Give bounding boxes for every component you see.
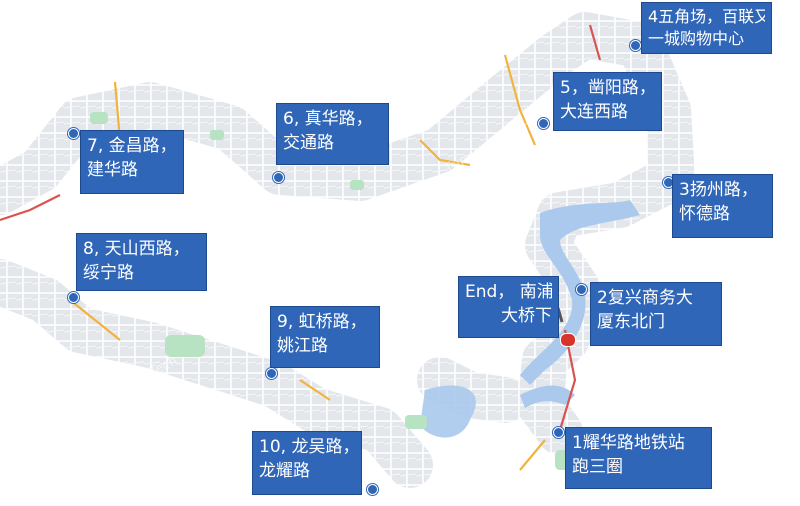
label-point-3[interactable]: 3扬州路， 怀德路 xyxy=(672,174,773,238)
label-point-10-line-1: 10, 龙吴路， xyxy=(259,437,355,457)
label-point-3-line-1: 3扬州路， xyxy=(679,180,758,200)
label-point-5-line-1: 5，凿阳路， xyxy=(560,78,655,98)
label-end-line-1: End， 南浦 xyxy=(465,282,552,302)
label-point-1[interactable]: 1耀华路地铁站 跑三圈 xyxy=(565,427,712,489)
marker-point-4[interactable] xyxy=(630,40,641,51)
label-point-3-line-2: 怀德路 xyxy=(679,204,730,224)
marker-point-9[interactable] xyxy=(266,368,277,379)
label-point-4-line-1: 4五角场，百联又 xyxy=(648,7,765,26)
label-point-4-line-2: 一城购物中心 xyxy=(648,29,745,48)
marker-point-1[interactable] xyxy=(553,427,564,438)
label-end[interactable]: End， 南浦 大桥下 xyxy=(458,276,559,338)
label-point-10-line-2: 龙耀路 xyxy=(259,461,310,481)
marker-point-5[interactable] xyxy=(538,118,549,129)
marker-point-8[interactable] xyxy=(68,292,79,303)
label-point-5[interactable]: 5，凿阳路， 大连西路 xyxy=(553,72,662,131)
marker-end[interactable] xyxy=(560,333,576,347)
lake xyxy=(420,385,476,438)
label-point-2[interactable]: 2复兴商务大 厦东北门 xyxy=(590,282,722,346)
label-end-line-2: 大桥下 xyxy=(501,306,552,326)
label-point-7[interactable]: 7, 金昌路， 建华路 xyxy=(80,130,184,194)
label-point-6-line-2: 交通路 xyxy=(283,133,334,153)
label-point-5-line-2: 大连西路 xyxy=(560,102,628,122)
label-point-2-line-1: 2复兴商务大 xyxy=(597,288,693,308)
marker-point-10[interactable] xyxy=(367,484,378,495)
label-point-7-line-1: 7, 金昌路， xyxy=(87,136,177,156)
label-point-4[interactable]: 4五角场，百联又 一城购物中心 xyxy=(641,2,772,54)
label-point-1-line-1: 1耀华路地铁站 xyxy=(572,433,685,453)
label-point-9[interactable]: 9, 虹桥路， 姚江路 xyxy=(270,306,380,368)
label-point-1-line-2: 跑三圈 xyxy=(572,457,623,477)
label-point-10[interactable]: 10, 龙吴路， 龙耀路 xyxy=(252,431,362,495)
label-point-6[interactable]: 6, 真华路， 交通路 xyxy=(276,103,389,165)
label-point-2-line-2: 厦东北门 xyxy=(597,312,665,332)
label-point-8-line-1: 8, 天山西路， xyxy=(83,239,190,259)
label-point-7-line-2: 建华路 xyxy=(87,160,138,180)
label-point-9-line-2: 姚江路 xyxy=(277,336,328,356)
marker-point-7[interactable] xyxy=(68,128,79,139)
marker-point-2[interactable] xyxy=(576,284,587,295)
river-south xyxy=(520,385,575,408)
label-point-8-line-2: 绥宁路 xyxy=(83,263,134,283)
label-point-6-line-1: 6, 真华路， xyxy=(283,109,373,129)
label-point-8[interactable]: 8, 天山西路， 绥宁路 xyxy=(76,233,207,291)
marker-point-6[interactable] xyxy=(273,172,284,183)
label-point-9-line-1: 9, 虹桥路， xyxy=(277,312,367,332)
